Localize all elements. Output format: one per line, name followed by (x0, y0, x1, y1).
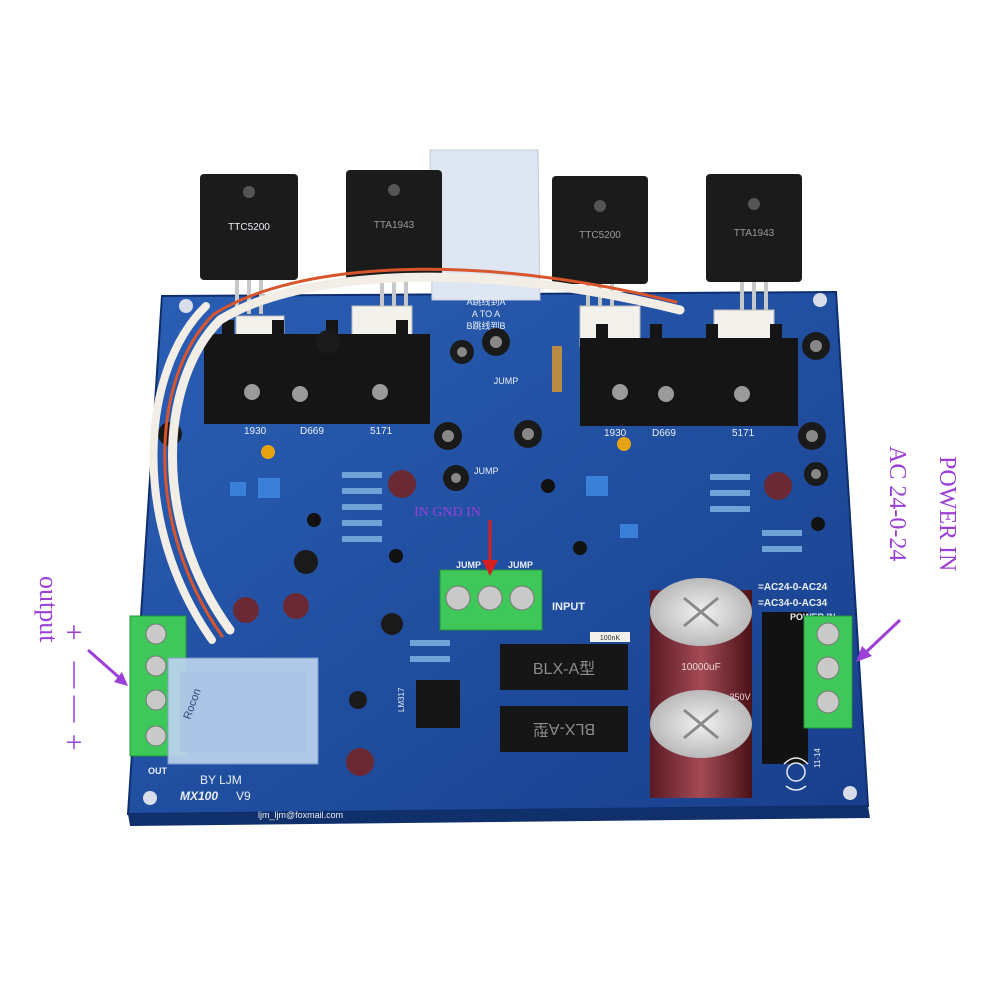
silk-label: D669 (652, 428, 676, 439)
silk-label: 5171 (370, 426, 393, 437)
silk-label: =AC34-0-AC34 (758, 598, 828, 609)
silk-label: 1930 (244, 426, 267, 437)
silk-label: JUMP (494, 376, 519, 386)
output-arrow (87, 648, 128, 686)
relay: Rocon (167, 657, 319, 765)
ac-voltage-annotation: AC 24-0-24 (884, 446, 910, 561)
silk-label: B跳线到B (466, 320, 505, 331)
gnd-arrow (482, 520, 498, 576)
resistor (590, 632, 630, 642)
power-terminal-block (803, 615, 853, 729)
mounting-hole (843, 786, 857, 800)
mounting-hole (813, 293, 827, 307)
silk-label: A跳线到A (466, 296, 505, 307)
transistor-2: TTA1943 (346, 170, 442, 314)
plus-sign: + (66, 616, 83, 649)
plus-sign: + (66, 726, 83, 759)
silk-label: MX100 (180, 789, 218, 803)
silk-label: LM317 (397, 687, 406, 712)
silk-label: A TO A (472, 309, 500, 319)
filter-capacitor-bottom: 350V (650, 690, 752, 798)
transistor-marking: TTC5200 (579, 230, 621, 241)
silk-label: 1930 (604, 428, 627, 439)
silk-label: V9 (236, 789, 251, 803)
minus-sign: | (71, 690, 77, 723)
silk-label: JUMP (474, 466, 499, 476)
capacitor-marking: 10000uF (681, 662, 720, 673)
capacitor-marking: 350V (729, 692, 750, 702)
mounting-hole (179, 299, 193, 313)
silk-label: JUMP (456, 560, 481, 570)
lm317-regulator (416, 680, 460, 728)
silk-label: 100nK (600, 635, 621, 642)
rectifier-marking: BLX-A型 (533, 720, 595, 738)
rectifier-block-a: BLX-A型 (500, 644, 628, 690)
silk-label: ljm_ljm@foxmail.com (258, 810, 343, 820)
rectifier-marking: BLX-A型 (533, 660, 595, 678)
silk-label: 5171 (732, 428, 755, 439)
heatsink-left (204, 320, 430, 424)
transistor-marking: TTA1943 (374, 220, 415, 231)
silk-label: BY LJM (200, 773, 242, 787)
rectifier-block-b: BLX-A型 (500, 706, 628, 752)
input-annotation: IN GND IN (414, 505, 481, 520)
output-annotation: output (34, 576, 63, 643)
transistor-marking: TTA1943 (734, 228, 775, 239)
silk-label: 11-14 (813, 748, 822, 768)
silk-label: OUT (148, 766, 168, 776)
minus-sign: | (71, 656, 77, 689)
input-terminal-block (439, 569, 543, 631)
heatsink-right (580, 324, 798, 426)
transistor-4: TTA1943 (706, 174, 802, 314)
power-arrow (856, 618, 902, 662)
power-in-annotation: POWER IN (934, 456, 960, 571)
bridge-rectifier (762, 612, 808, 764)
filter-capacitor-top: 10000uF (650, 578, 752, 702)
silk-label: D669 (300, 426, 324, 437)
power-transistors: TTC5200 TTA1943 TTC5200 TTA1943 (200, 170, 802, 314)
wire-harness (149, 267, 685, 644)
silk-label: =AC24-0-AC24 (758, 582, 828, 593)
transistor-marking: TTC5200 (228, 222, 270, 233)
silk-label: INPUT (552, 601, 585, 613)
silk-label: JUMP (508, 560, 533, 570)
ljm-portrait-logo (783, 757, 809, 791)
mounting-hole (143, 791, 157, 805)
